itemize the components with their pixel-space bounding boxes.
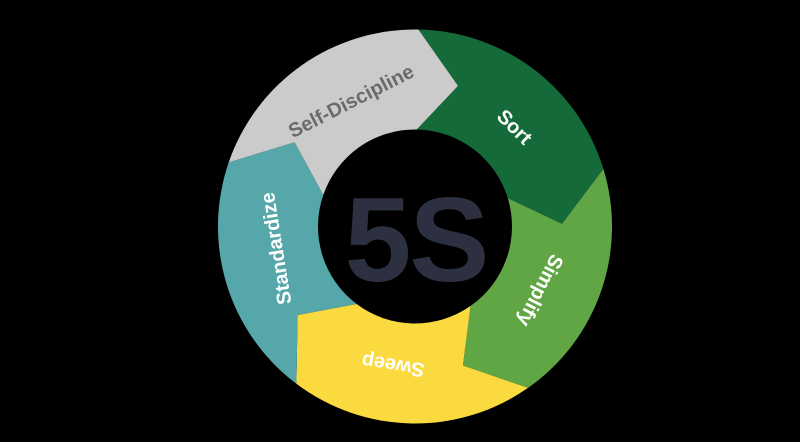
segment-simplify-arrow	[462, 168, 613, 388]
segment-standardize-arrow	[217, 142, 357, 384]
center-title-5s: 5S	[345, 173, 488, 307]
segment-self-discipline-arrow	[228, 29, 458, 195]
segment-sweep-arrow	[296, 304, 528, 424]
segment-sort-arrow	[416, 29, 604, 224]
